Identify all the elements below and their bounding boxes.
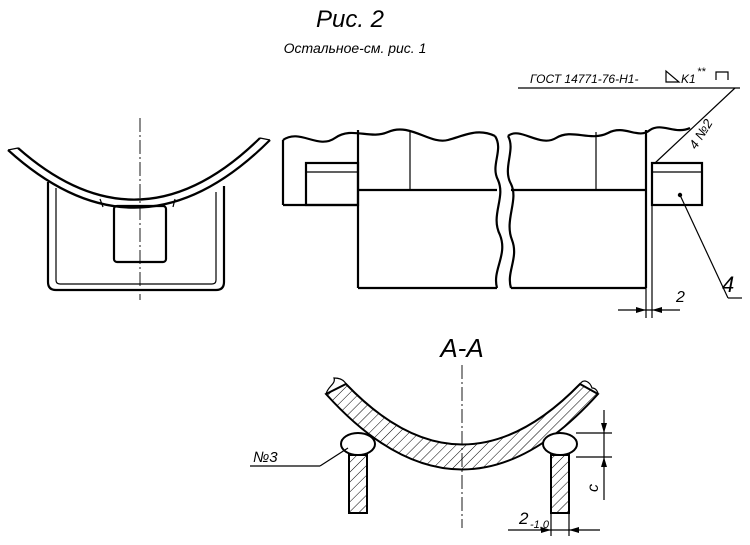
left-weld-bead bbox=[340, 432, 376, 456]
left-support bbox=[348, 454, 368, 514]
side-elevation-view: 2 4 4 №2 bbox=[281, 87, 742, 318]
section-a-a: А-А №3 с 2 -1,0 bbox=[250, 333, 612, 536]
weld-count-label: 4 №2 bbox=[686, 116, 716, 152]
weld-symbol: ГОСТ 14771-76-Н1- K1 ** bbox=[518, 66, 740, 89]
right-support bbox=[550, 454, 570, 514]
part-number-label: 4 bbox=[722, 272, 734, 297]
right-weld-bead bbox=[542, 432, 578, 456]
section-label: А-А bbox=[438, 333, 483, 363]
gap-tolerance: -1,0 bbox=[530, 519, 550, 531]
weld-leg-text: K1 bbox=[681, 72, 696, 86]
left-end-view bbox=[7, 118, 271, 300]
fillet-weld-icon bbox=[665, 69, 681, 83]
height-dimension: с bbox=[585, 484, 602, 492]
weld-standard-text: ГОСТ 14771-76-Н1- bbox=[530, 72, 638, 86]
weld-no3-label: №3 bbox=[253, 449, 278, 466]
figure-title: Рис. 2 bbox=[316, 6, 384, 33]
offset-dimension: 2 bbox=[675, 289, 685, 306]
gap-dimension: 2 bbox=[518, 509, 529, 528]
weld-marks-text: ** bbox=[697, 66, 706, 78]
weld-contour-icon bbox=[715, 71, 729, 80]
figure-subtitle: Остальное-см. рис. 1 bbox=[284, 40, 427, 56]
